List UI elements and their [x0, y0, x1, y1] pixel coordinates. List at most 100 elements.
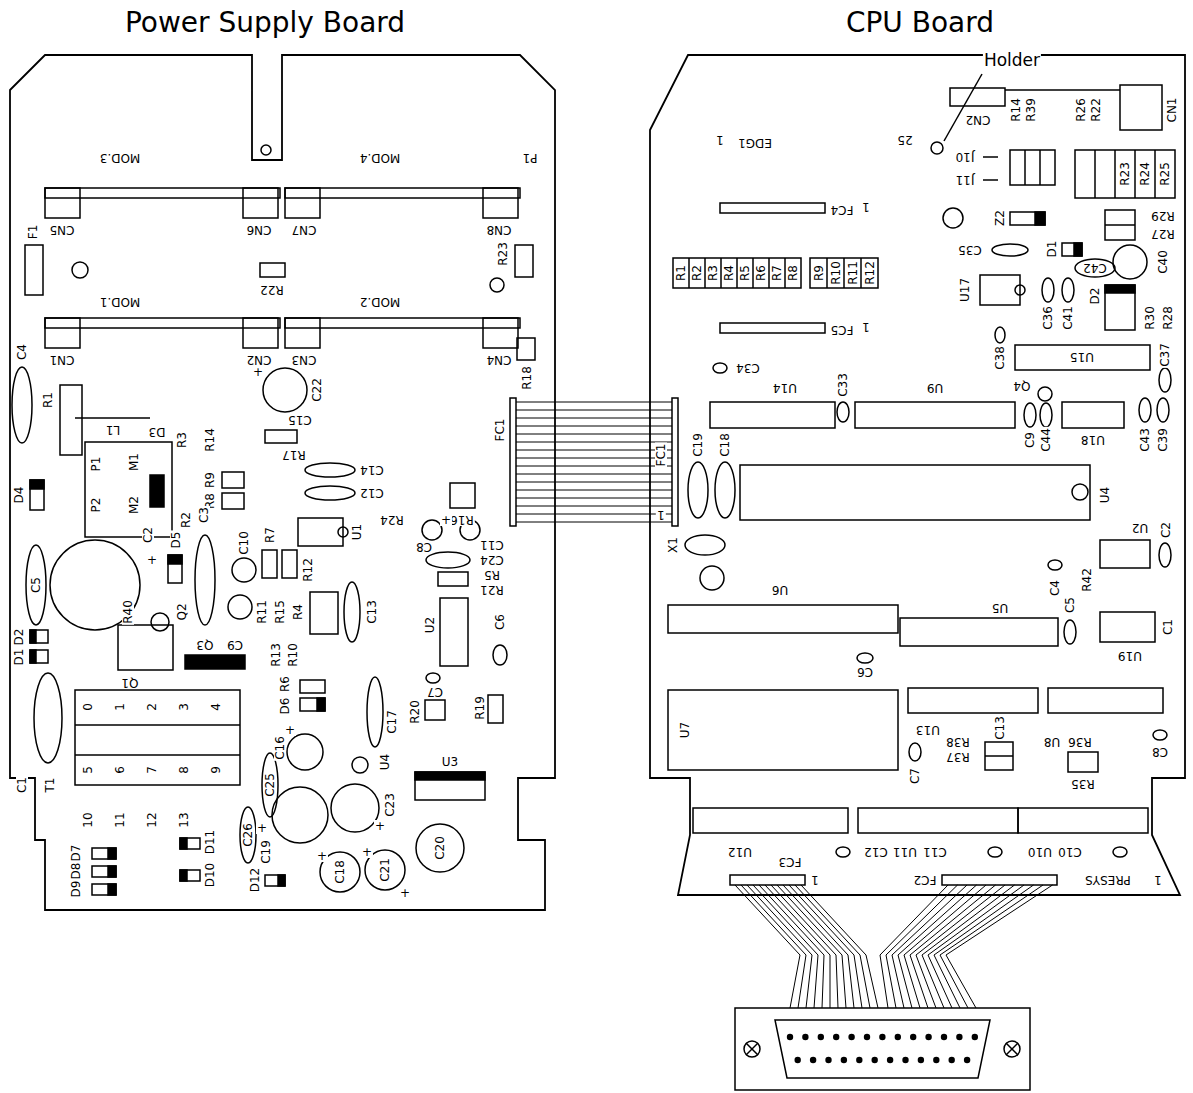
part-label: R7	[771, 264, 783, 282]
ribbon-wire	[555, 498, 650, 499]
part-label: R4	[292, 603, 304, 621]
component-outline	[285, 188, 320, 218]
part-label: R13	[270, 642, 282, 668]
part-label: R22	[1090, 97, 1102, 123]
component-outline	[1105, 285, 1135, 330]
part-label: PRESYS	[1084, 874, 1132, 886]
component-outline	[438, 572, 468, 586]
component-outline	[75, 690, 240, 785]
trace-line	[1094, 150, 1096, 198]
part-label: R38	[945, 736, 971, 748]
part-label: C8	[415, 541, 433, 553]
part-label: R18	[521, 365, 533, 391]
part-label: R3	[176, 431, 188, 449]
component-outline	[693, 808, 848, 833]
board-edge	[10, 55, 555, 910]
part-label: U15	[1069, 351, 1095, 363]
ribbon-wire	[516, 482, 555, 483]
cable-wire	[741, 885, 806, 1008]
part-label: C18	[719, 432, 731, 458]
part-label: R37	[945, 751, 971, 763]
capacitor-outline	[688, 462, 708, 518]
part-label: FC3	[778, 856, 803, 868]
part-label: P2	[90, 497, 102, 514]
component-circle	[263, 368, 307, 412]
part-label: L1	[105, 424, 121, 436]
trace-line	[1105, 224, 1135, 226]
ribbon-wire	[650, 490, 672, 491]
part-label: C11	[479, 539, 505, 551]
capacitor-outline	[1040, 403, 1052, 427]
part-label: 3	[178, 702, 190, 712]
component-outline	[298, 518, 343, 546]
part-label: CN2	[965, 114, 992, 126]
part-label: X1	[667, 536, 679, 554]
part-label: U5	[991, 602, 1009, 614]
part-label: C42	[1082, 262, 1108, 274]
ribbon-wire	[555, 434, 650, 435]
connector-pin	[964, 1057, 970, 1063]
ribbon-wire	[650, 482, 672, 483]
ribbon-wire	[516, 466, 555, 467]
part-label: R9	[204, 471, 216, 489]
part-label: R12	[302, 557, 314, 583]
component-outline	[260, 263, 285, 277]
part-label: C40	[1157, 249, 1169, 275]
capacitor-outline	[12, 367, 32, 443]
component-outline	[415, 772, 485, 800]
part-label: FC2	[913, 874, 938, 886]
part-label: R42	[1081, 567, 1093, 593]
component-outline	[720, 323, 825, 333]
component-outline	[265, 430, 297, 443]
part-label: T1	[44, 777, 56, 794]
part-label: C5	[1064, 596, 1076, 614]
part-label: Q2	[176, 602, 188, 621]
component-outline	[180, 838, 187, 849]
component-outline	[985, 742, 1013, 770]
ribbon-wire	[516, 418, 555, 419]
ribbon-wire	[555, 490, 650, 491]
component-outline	[92, 848, 116, 859]
part-label: U12	[727, 846, 753, 858]
part-label: D3	[148, 426, 167, 438]
connector-pin	[910, 1034, 916, 1040]
part-label: R3	[707, 264, 719, 282]
component-circle	[416, 824, 464, 872]
trace-line	[843, 258, 845, 288]
component-outline	[285, 318, 320, 348]
part-label: EDG1	[737, 137, 773, 149]
capacitor-outline	[992, 244, 1028, 256]
part-label: 8	[178, 765, 190, 775]
capacitor-outline	[1062, 278, 1074, 302]
component-outline	[185, 655, 245, 669]
connector-pin	[795, 1057, 801, 1063]
trace-line	[1039, 150, 1041, 185]
capacitor-outline	[1024, 403, 1036, 427]
ribbon-wire	[516, 450, 555, 451]
trace-line	[983, 156, 998, 158]
part-label: D8	[70, 862, 82, 881]
trace-line	[944, 74, 982, 141]
part-label: P1	[522, 152, 539, 164]
part-label: C2	[1160, 521, 1172, 539]
part-label: U4	[379, 753, 391, 771]
component-outline	[1048, 688, 1163, 713]
trace-line	[75, 417, 150, 419]
cable-wire	[940, 885, 1043, 1008]
connector-pin	[887, 1057, 893, 1063]
part-label: R27	[1150, 228, 1176, 240]
connector-shell	[775, 1020, 990, 1078]
part-label: 9	[210, 765, 222, 775]
component-outline	[908, 688, 1038, 713]
part-label: R25	[1159, 161, 1171, 187]
component-circle	[943, 208, 963, 228]
component-outline	[950, 88, 1005, 106]
part-label: U1	[351, 523, 363, 541]
component-circle	[931, 142, 943, 154]
part-label: U9	[926, 382, 944, 394]
component-outline	[1035, 212, 1045, 225]
cable-wire	[753, 885, 818, 1008]
trace-line	[75, 724, 240, 726]
capacitor-outline	[988, 847, 1002, 857]
